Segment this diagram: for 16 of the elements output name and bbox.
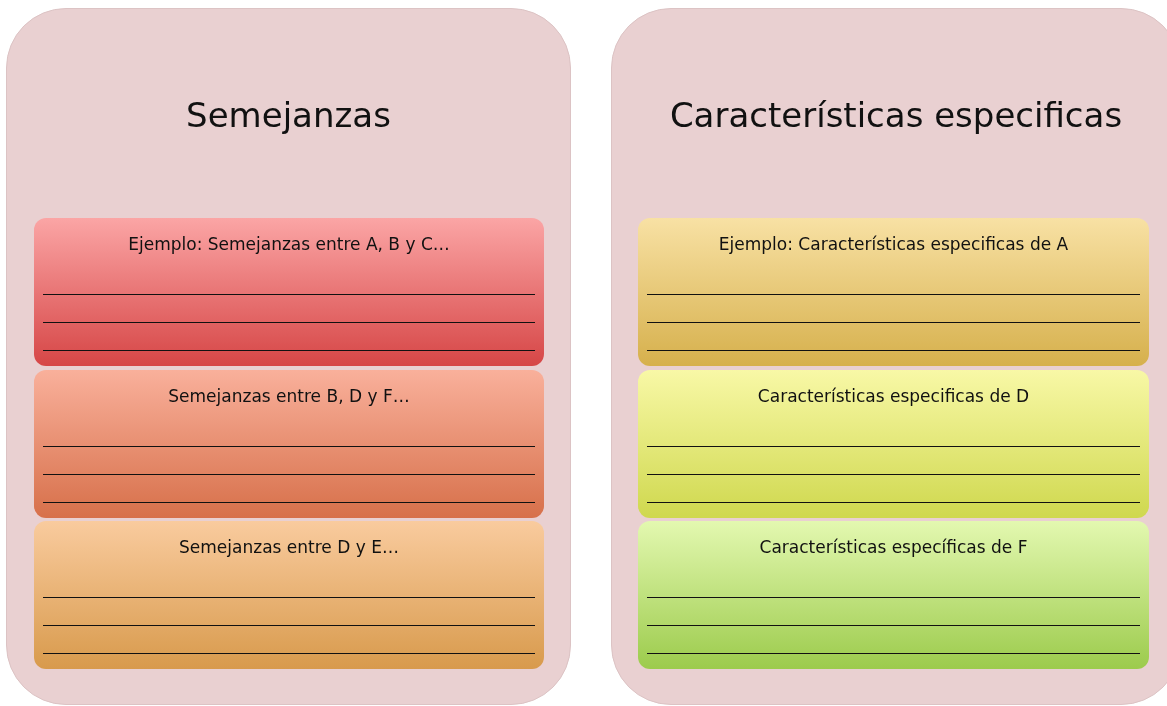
note-card: [34, 218, 544, 366]
note-card: [638, 218, 1149, 366]
rounded-panel: [611, 8, 1167, 705]
card-heading: Ejemplo: Características especificas de A: [717, 234, 1070, 254]
panel-heading: Semejanzas: [185, 95, 392, 135]
card-heading: Ejemplo: Semejanzas entre A, B y C…: [127, 234, 451, 254]
panel-heading: Características especificas: [668, 95, 1124, 135]
card-heading: Semejanzas entre D y E…: [178, 537, 400, 557]
rounded-panel: [6, 8, 571, 705]
card-heading: Características especificas de D: [756, 386, 1031, 406]
note-card: [34, 521, 544, 669]
card-heading: Semejanzas entre B, D y F…: [167, 386, 411, 406]
note-card: [34, 370, 544, 518]
note-card: [638, 521, 1149, 669]
note-card: [638, 370, 1149, 518]
card-heading: Características específicas de F: [758, 537, 1029, 557]
